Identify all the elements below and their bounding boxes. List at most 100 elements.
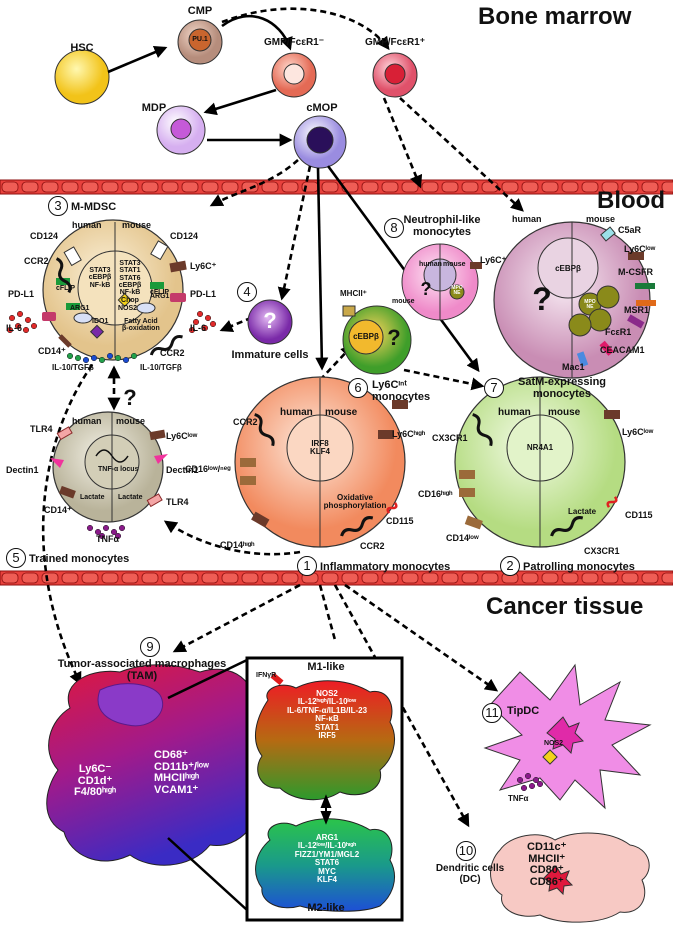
vessel-cell — [241, 572, 259, 584]
number-5: 5 — [6, 548, 26, 568]
secretion-dot — [98, 356, 106, 364]
number-1: 1 — [297, 556, 317, 576]
neutrophil-like-monocyte-cell — [401, 243, 482, 321]
vessel-cell — [641, 572, 659, 584]
inflam-human: human — [280, 407, 313, 418]
vessel-cell — [381, 572, 399, 584]
immature-question: ? — [263, 308, 277, 333]
satm-human: human — [512, 214, 542, 224]
trained-dectin-l: Dectin1 — [6, 465, 39, 475]
vessel-cell — [41, 572, 59, 584]
secretion-dots-mmdsc — [6, 310, 217, 364]
satm-c5ar: C5aR — [618, 225, 642, 235]
vessel-cell — [601, 572, 619, 584]
mdp-label: MDP — [141, 102, 167, 114]
vessel-cell — [361, 181, 379, 193]
vessel-cell — [461, 572, 479, 584]
secretion-dot — [16, 310, 24, 318]
m2-title: M2-like — [307, 902, 345, 914]
satm-cebp: cEBPβ — [555, 264, 581, 273]
trained-ly6c: Ly6Cˡᵒʷ — [166, 431, 198, 441]
trained-monocyte-cell — [50, 411, 168, 523]
trained-tnf: TNFα — [96, 534, 120, 544]
vessel-cell — [541, 181, 559, 193]
mmdsc-cell — [42, 219, 187, 361]
secretion-dot — [114, 354, 122, 362]
vessel-cell — [661, 572, 673, 584]
mmdsc-tf-human: STAT3 cEBPβ NF-kB — [88, 267, 112, 289]
secretion-dot — [536, 780, 544, 788]
mmdsc-arg1-r: ARG1 — [150, 293, 170, 300]
secretion-dot — [118, 524, 126, 532]
vessel-cell — [321, 181, 339, 193]
secretion-dot — [90, 354, 98, 362]
inflam-ly6c: Ly6Cʰᶦᵍʰ — [392, 429, 426, 439]
tipdc-nos2: NOS2 — [544, 740, 564, 747]
mdp-cell — [156, 105, 206, 155]
satm-mcsfr: M-CSFR — [618, 267, 653, 277]
mmdsc-il10-l: IL-10/TGFβ — [52, 363, 94, 372]
ly6cint-cebp: cEBPβ — [353, 332, 379, 341]
mmdsc-arg1-l: ARG1 — [70, 305, 90, 312]
vessel-cell — [541, 572, 559, 584]
vessel-cell — [621, 572, 639, 584]
mmdsc-human: human — [72, 220, 102, 230]
vessel-cell — [561, 181, 579, 193]
satm-ceacam1: CEACAM1 — [600, 345, 645, 355]
inflam-cd14: CD14ʰᶦᵍʰ — [220, 540, 255, 550]
secretion-dots-trained — [86, 524, 126, 540]
mmdsc-il6-l: IL-6 — [6, 323, 23, 333]
secretion-dot — [102, 524, 110, 532]
ly6cint-label: Ly6Cᶦⁿᵗ monocytes — [372, 379, 431, 403]
vessel-cell — [201, 181, 219, 193]
tipdc-label: TipDC — [507, 705, 540, 717]
trained-lactate-r: Lactate — [118, 494, 143, 501]
trained-tlr4-r: TLR4 — [166, 497, 189, 507]
immature-label: Immature cells — [231, 349, 309, 361]
vessel-cell — [401, 572, 419, 584]
vessel-cell — [281, 181, 299, 193]
mmdsc-ccr2-r: CCR2 — [160, 348, 185, 358]
dc-cell — [490, 832, 650, 923]
neut-mouse: mouse — [443, 261, 466, 268]
vessel-cell — [121, 572, 139, 584]
trained-lactate-l: Lactate — [80, 494, 105, 501]
secretion-dots-tipdc — [516, 772, 544, 792]
vessel-cell — [501, 181, 519, 193]
satm-number: 7 — [484, 378, 507, 398]
satm-mouse: mouse — [586, 214, 616, 224]
patrol-cx3cr1-r: CX3CR1 — [584, 546, 620, 556]
vessel-cell — [161, 181, 179, 193]
inflam-cd115: CD115 — [386, 516, 414, 526]
trained-human: human — [72, 416, 102, 426]
secretion-dot — [82, 356, 90, 364]
tipdc-number: 11 — [482, 703, 505, 723]
inflam-tf: IRF8 KLF4 — [310, 439, 330, 457]
vessel-cell — [221, 181, 239, 193]
neut-human: human — [419, 261, 442, 268]
dc-label: Dendritic cells (DC) — [435, 863, 505, 885]
secretion-dot — [66, 352, 74, 360]
immature-cell — [247, 299, 293, 345]
ly6cint-cell — [342, 305, 412, 375]
dc-number: 10 — [456, 841, 479, 861]
vessel-cell — [141, 572, 159, 584]
immature-number: 4 — [237, 282, 260, 302]
vessel-cell — [81, 181, 99, 193]
vessel-cell — [381, 181, 399, 193]
section-bone-marrow: Bone marrow — [478, 3, 632, 30]
tam-markers-right: CD68⁺ CD11b⁺/ˡᵒʷ MHCIIʰᶦᵍʰ VCAM1⁺ — [154, 749, 209, 796]
mmdsc-cflip-r: cFLIP — [150, 289, 170, 296]
secretion-dot — [24, 316, 32, 324]
m1-genes: NOS2 IL-12ʰᶦᵍʰ/IL-10ˡᵒʷ IL-6/TNF-α/IL1B/… — [286, 689, 368, 740]
vessel-cell — [581, 572, 599, 584]
secretion-dot — [86, 524, 94, 532]
patrolling-monocyte-cell — [454, 376, 626, 548]
patrol-cd115: CD115 — [625, 510, 653, 520]
m1-cell — [255, 672, 395, 801]
number-10: 10 — [456, 841, 476, 861]
vessel-cell — [61, 572, 79, 584]
secretion-dot — [22, 326, 30, 334]
tam-number: 9 — [140, 637, 163, 657]
